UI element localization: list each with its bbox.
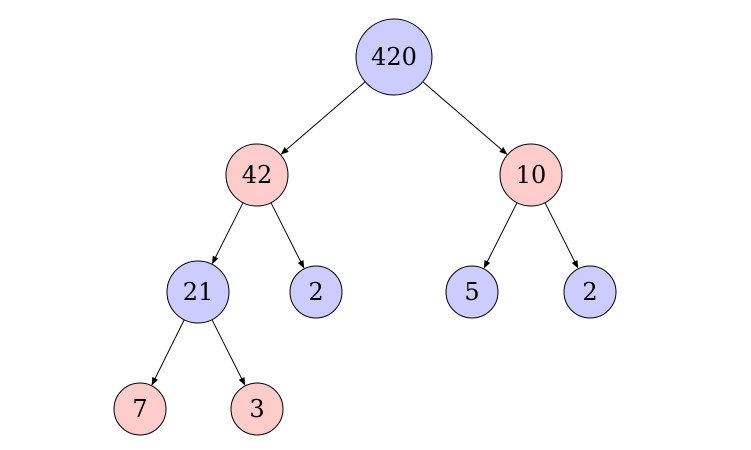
- node-label: 5: [464, 278, 479, 306]
- tree-node-n42: 42: [225, 143, 289, 207]
- node-circle: [225, 143, 289, 207]
- edge-n10-to-n2b: [544, 202, 579, 269]
- node-label: 10: [516, 161, 547, 189]
- tree-node-n5: 5: [445, 265, 499, 319]
- node-circle: [445, 265, 499, 319]
- nodes-layer: 420 42 10 21 2 5 2 7 3: [113, 18, 617, 436]
- tree-node-n2b: 2: [563, 265, 617, 319]
- edge-n420-to-n10: [422, 81, 508, 155]
- tree-node-n2a: 2: [289, 265, 343, 319]
- node-circle: [355, 18, 433, 96]
- node-label: 7: [132, 395, 147, 423]
- node-circle: [499, 143, 563, 207]
- edge-n42-to-n2a: [270, 202, 305, 269]
- node-circle: [289, 265, 343, 319]
- node-circle: [563, 265, 617, 319]
- node-label: 21: [183, 278, 214, 306]
- edge-n10-to-n5: [483, 202, 518, 269]
- node-label: 420: [371, 43, 417, 71]
- edge-n42-to-n21: [211, 202, 244, 265]
- tree-node-n3: 3: [230, 382, 284, 436]
- edge-n21-to-n3: [211, 319, 246, 386]
- tree-node-n7: 7: [113, 382, 167, 436]
- tree-node-n10: 10: [499, 143, 563, 207]
- node-label: 2: [582, 278, 597, 306]
- node-label: 3: [249, 395, 264, 423]
- node-label: 42: [242, 161, 273, 189]
- edges-layer: [151, 81, 579, 386]
- tree-node-n420: 420: [355, 18, 433, 96]
- tree-node-n21: 21: [166, 260, 230, 324]
- edge-n420-to-n42: [280, 81, 366, 155]
- node-circle: [113, 382, 167, 436]
- edge-n21-to-n7: [151, 319, 185, 386]
- node-circle: [166, 260, 230, 324]
- node-circle: [230, 382, 284, 436]
- node-label: 2: [308, 278, 323, 306]
